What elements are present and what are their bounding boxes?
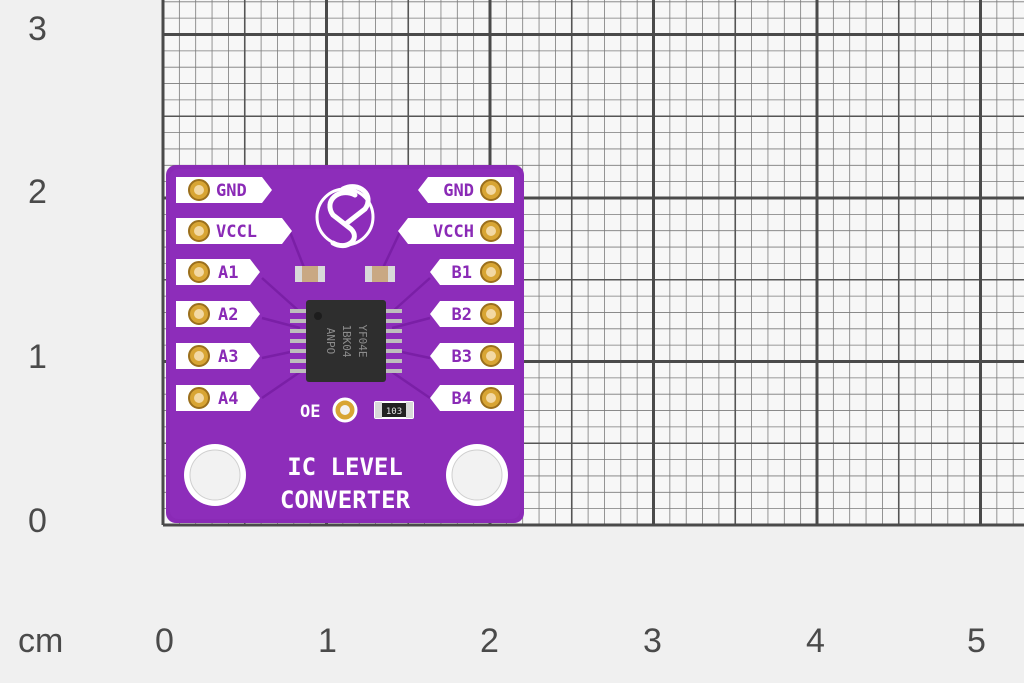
scale-labels: cm 0 1 2 3 4 5 0 1 2 3 xyxy=(18,10,986,660)
mounting-hole-right xyxy=(446,444,508,506)
x-tick-4: 4 xyxy=(806,622,825,660)
capacitor-right xyxy=(365,266,395,282)
pcb-board: GND VCCL A1 A2 xyxy=(166,165,524,523)
pin-label-vccl: VCCL xyxy=(216,222,257,242)
mounting-hole-left xyxy=(184,444,246,506)
x-tick-2: 2 xyxy=(480,622,499,660)
oe-label: OE xyxy=(300,402,320,422)
chip-marking-line2: 1BK04 xyxy=(340,324,353,357)
pin-right-6: B4 xyxy=(430,385,514,411)
chip-marking-line3: ANPO xyxy=(324,328,337,355)
unit-label: cm xyxy=(18,622,63,660)
y-tick-3: 3 xyxy=(28,10,47,48)
pin-right-2: VCCH xyxy=(398,218,514,244)
x-tick-0: 0 xyxy=(155,622,174,660)
pin-label-a2: A2 xyxy=(218,305,238,325)
board-title-line1: IC LEVEL xyxy=(287,453,403,481)
x-tick-3: 3 xyxy=(643,622,662,660)
resistor: 103 xyxy=(374,401,414,419)
resistor-marking: 103 xyxy=(386,407,402,417)
pin-label-b3: B3 xyxy=(452,347,472,367)
oe-pad: OE xyxy=(300,397,358,423)
pcb-traces xyxy=(261,231,431,400)
ic-chip: YF04E 1BK04 ANPO xyxy=(290,300,402,382)
pin-label-b1: B1 xyxy=(452,263,472,283)
pin-label-gnd-left: GND xyxy=(216,181,247,201)
pin-left-4: A2 xyxy=(176,301,260,327)
pin-label-b2: B2 xyxy=(452,305,472,325)
pin-left-5: A3 xyxy=(176,343,260,369)
x-tick-5: 5 xyxy=(967,622,986,660)
pin-label-a3: A3 xyxy=(218,347,238,367)
board-title-line2: CONVERTER xyxy=(280,486,411,514)
y-tick-2: 2 xyxy=(28,173,47,211)
capacitor-left xyxy=(295,266,325,282)
x-tick-1: 1 xyxy=(318,622,337,660)
pin-right-3: B1 xyxy=(430,259,514,285)
pin-right-1: GND xyxy=(418,177,514,203)
y-tick-1: 1 xyxy=(28,338,47,376)
pin-left-2: VCCL xyxy=(176,218,292,244)
pin-label-a4: A4 xyxy=(218,389,238,409)
pin-left-3: A1 xyxy=(176,259,260,285)
pin-left-1: GND xyxy=(176,177,272,203)
right-pin-header: GND VCCH B1 B2 xyxy=(398,177,514,411)
pin-label-b4: B4 xyxy=(452,389,472,409)
pin-label-a1: A1 xyxy=(218,263,238,283)
pin-right-5: B3 xyxy=(430,343,514,369)
pin-right-4: B2 xyxy=(430,301,514,327)
left-pin-header: GND VCCL A1 A2 xyxy=(176,177,292,411)
brand-logo-icon xyxy=(315,184,375,249)
pin-label-gnd-right: GND xyxy=(443,181,474,201)
chip-marking-line1: YF04E xyxy=(356,324,369,357)
pin-left-6: A4 xyxy=(176,385,260,411)
y-tick-0: 0 xyxy=(28,502,47,540)
pin-label-vcch: VCCH xyxy=(433,222,474,242)
